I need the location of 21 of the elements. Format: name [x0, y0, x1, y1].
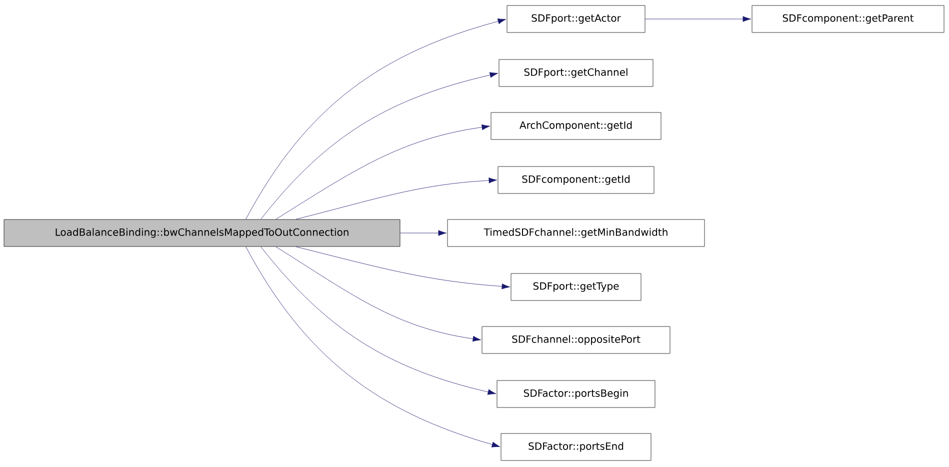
- arrow: [645, 16, 752, 22]
- arrow: [276, 124, 490, 220]
- function-box: SDFactor::portsBegin: [496, 380, 656, 408]
- function-box: SDFchannel::oppositePort: [482, 326, 670, 354]
- function-box: SDFcomponent::getParent: [752, 5, 944, 33]
- function-box: SDFcomponent::getId: [498, 166, 654, 194]
- arrow: [296, 178, 498, 220]
- function-box: ArchComponent::getId: [490, 112, 662, 140]
- arrow: [260, 72, 498, 220]
- arrow: [246, 18, 506, 220]
- function-box: LoadBalanceBinding::bwChannelsMappedToOutConnection: [4, 219, 400, 247]
- arrow: [260, 246, 496, 395]
- function-box: SDFport::getType: [510, 273, 642, 301]
- function-box: SDFport::getActor: [506, 5, 646, 33]
- arrow: [400, 230, 447, 236]
- arrow: [246, 246, 500, 448]
- arrow: [296, 246, 510, 290]
- function-box: TimedSDFchannel::getMinBandwidth: [447, 219, 705, 247]
- arrow: [276, 246, 482, 342]
- function-box: SDFport::getChannel: [498, 59, 654, 87]
- function-box: SDFactor::portsEnd: [500, 433, 652, 461]
